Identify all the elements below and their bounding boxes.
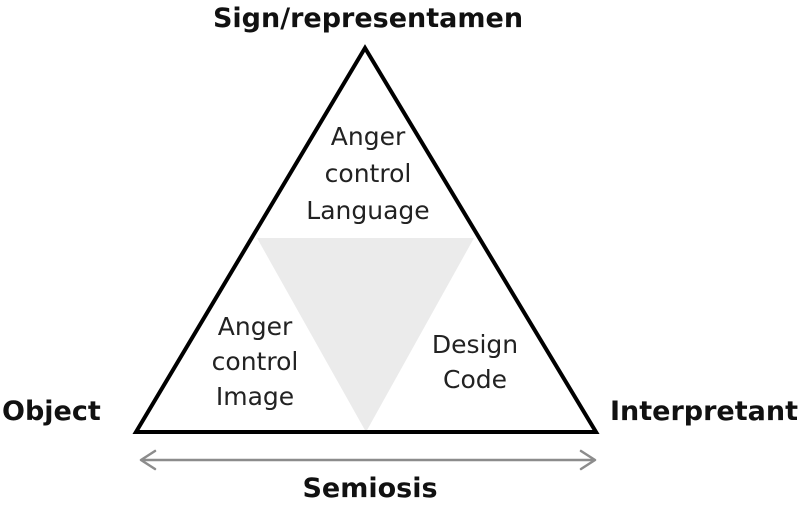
vertex-label-interpretant: Interpretant xyxy=(610,396,798,427)
region-right-line-1: Design xyxy=(432,330,518,359)
region-left-line-3: Image xyxy=(216,382,294,411)
vertex-label-sign-representamen: Sign/representamen xyxy=(213,3,523,34)
region-top-line-1: Anger xyxy=(331,122,406,151)
outer-triangle xyxy=(132,44,600,434)
semiosis-arrow-head-right xyxy=(579,449,597,471)
region-top-label: Anger control Language xyxy=(306,122,429,225)
region-right-line-2: Code xyxy=(443,365,507,394)
region-top-line-2: control xyxy=(325,159,412,188)
region-left-line-2: control xyxy=(212,347,299,376)
vertex-label-object: Object xyxy=(2,396,101,427)
semiosis-label: Semiosis xyxy=(302,473,437,504)
region-top-line-3: Language xyxy=(306,196,429,225)
inner-shaded-triangle xyxy=(257,238,474,432)
semiosis-arrow xyxy=(139,449,597,471)
semiosis-arrow-head-left xyxy=(139,449,157,471)
region-right-label: Design Code xyxy=(432,330,518,394)
region-left-label: Anger control Image xyxy=(212,312,299,411)
region-left-line-1: Anger xyxy=(218,312,293,341)
